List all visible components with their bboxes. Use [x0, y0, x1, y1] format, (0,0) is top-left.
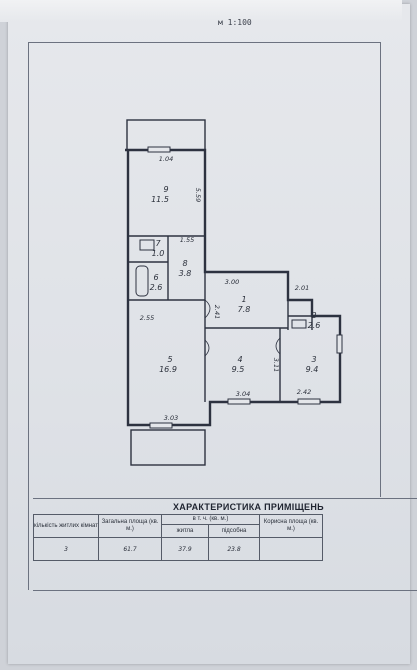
header-strip: [0, 0, 402, 22]
characteristics-table: кількість житлих кімнат Загальна площа (…: [33, 514, 323, 561]
room-area: 7.8: [238, 305, 251, 314]
table-header-row: кількість житлих кімнат Загальна площа (…: [33, 514, 323, 538]
scale-label: м 1:100: [218, 18, 252, 27]
value-useful-area: [259, 537, 323, 561]
dimension-label: 3.04: [236, 390, 250, 398]
value-auxiliary: 23.8: [208, 537, 260, 561]
table-top-rule: [33, 498, 417, 499]
room-area: 11.5: [151, 195, 169, 204]
value-rooms-count: 3: [33, 537, 99, 561]
window: [147, 146, 171, 153]
table-bottom-rule: [33, 590, 417, 591]
value-living: 37.9: [161, 537, 209, 561]
dimension-label: 5.59: [194, 188, 202, 202]
header-auxiliary: підсобна: [208, 524, 260, 538]
dimension-label: 2.55: [140, 314, 154, 322]
frame-top: [28, 42, 380, 43]
toilet: [139, 239, 155, 251]
room-area: 1.0: [152, 249, 165, 258]
dimension-label: 3.11: [272, 358, 280, 372]
dimension-label: 2.41: [213, 305, 221, 319]
room-number: 1: [241, 295, 246, 304]
dimension-label: 2.01: [295, 284, 309, 292]
frame-right: [380, 42, 381, 497]
header-useful-area: Корисна площа (кв. м.): [259, 514, 323, 538]
room-area: 9.4: [306, 365, 319, 374]
window: [149, 422, 173, 429]
room-area: 9.5: [232, 365, 245, 374]
floor-plan: 9 11.5 7 1.0 8 3.8 6 2.6 1 7.8 2 2.6 5 1…: [125, 119, 343, 466]
window: [297, 398, 321, 405]
room-number: 3: [311, 355, 316, 364]
room-number: 6: [153, 273, 158, 282]
balcony-bottom: [130, 429, 206, 466]
room-number: 9: [163, 185, 168, 194]
frame-left: [28, 42, 29, 590]
header-rooms-count: кількість житлих кімнат: [33, 514, 99, 538]
door-arc: [275, 337, 281, 355]
dimension-label: 3.03: [164, 414, 178, 422]
characteristics-table-section: ХАРАКТЕРИСТИКА ПРИМІЩЕНЬ кількість житли…: [33, 500, 417, 600]
room-number: 8: [182, 259, 187, 268]
dimension-label: 1.04: [159, 155, 173, 163]
room-number: 4: [237, 355, 242, 364]
room-area: 2.6: [308, 321, 321, 330]
table-title: ХАРАКТЕРИСТИКА ПРИМІЩЕНЬ: [173, 502, 324, 512]
room-number: 7: [155, 239, 161, 248]
header-total-area: Загальна площа (кв. м.): [98, 514, 162, 538]
header-including: в т. ч. (кв. м.): [161, 514, 260, 525]
room-number: 5: [167, 355, 172, 364]
door-arc: [204, 339, 210, 357]
dimension-label: 1.55: [180, 236, 194, 244]
room-number: 2: [311, 311, 316, 320]
window: [336, 334, 343, 354]
room-area: 16.9: [159, 365, 177, 374]
window: [227, 398, 251, 405]
table-row: 3 61.7 37.9 23.8: [33, 537, 323, 561]
room-area: 3.8: [179, 269, 192, 278]
header-living: житла: [161, 524, 209, 538]
dimension-label: 2.42: [297, 388, 311, 396]
stove: [291, 319, 307, 329]
value-total-area: 61.7: [98, 537, 162, 561]
room-area: 2.6: [150, 283, 163, 292]
dimension-label: 3.00: [225, 278, 239, 286]
door-arc: [204, 299, 211, 319]
bathtub: [135, 265, 149, 297]
balcony-top: [126, 119, 206, 151]
